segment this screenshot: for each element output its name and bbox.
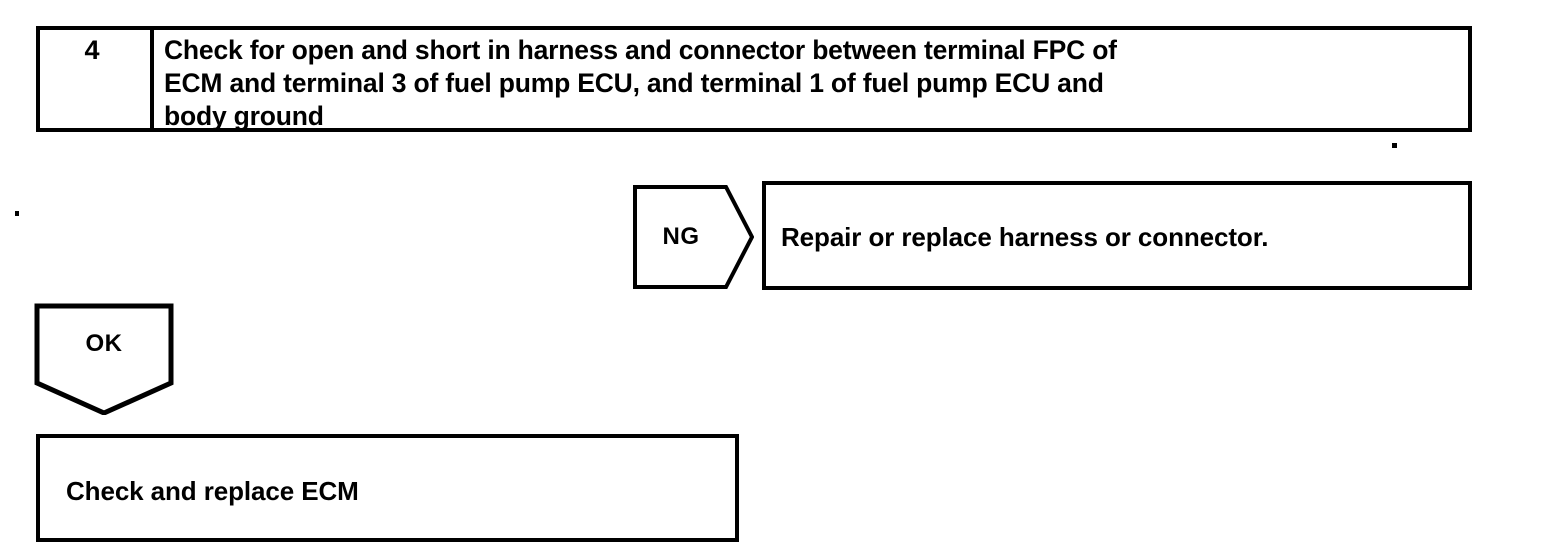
step-table: 4 Check for open and short in harness an…: [36, 26, 1472, 132]
step-instruction-cell: Check for open and short in harness and …: [154, 30, 1468, 131]
step-number: 4: [84, 35, 100, 65]
ng-result-text: Repair or replace harness or connector.: [781, 222, 1269, 252]
scan-artifact-speck: [1392, 143, 1397, 148]
step-instruction: Check for open and short in harness and …: [164, 35, 1117, 131]
ng-branch-label: NG: [662, 223, 700, 250]
ng-branch-arrow-shape: [633, 185, 754, 289]
ok-result-text: Check and replace ECM: [66, 476, 359, 506]
ok-branch-label: OK: [85, 330, 123, 357]
ok-branch-arrow-shape: [34, 303, 174, 415]
step-number-cell: 4: [40, 30, 154, 128]
ok-result-box: Check and replace ECM: [36, 434, 739, 542]
ng-result-box: Repair or replace harness or connector.: [762, 181, 1472, 290]
scan-artifact-speck: [15, 211, 19, 216]
